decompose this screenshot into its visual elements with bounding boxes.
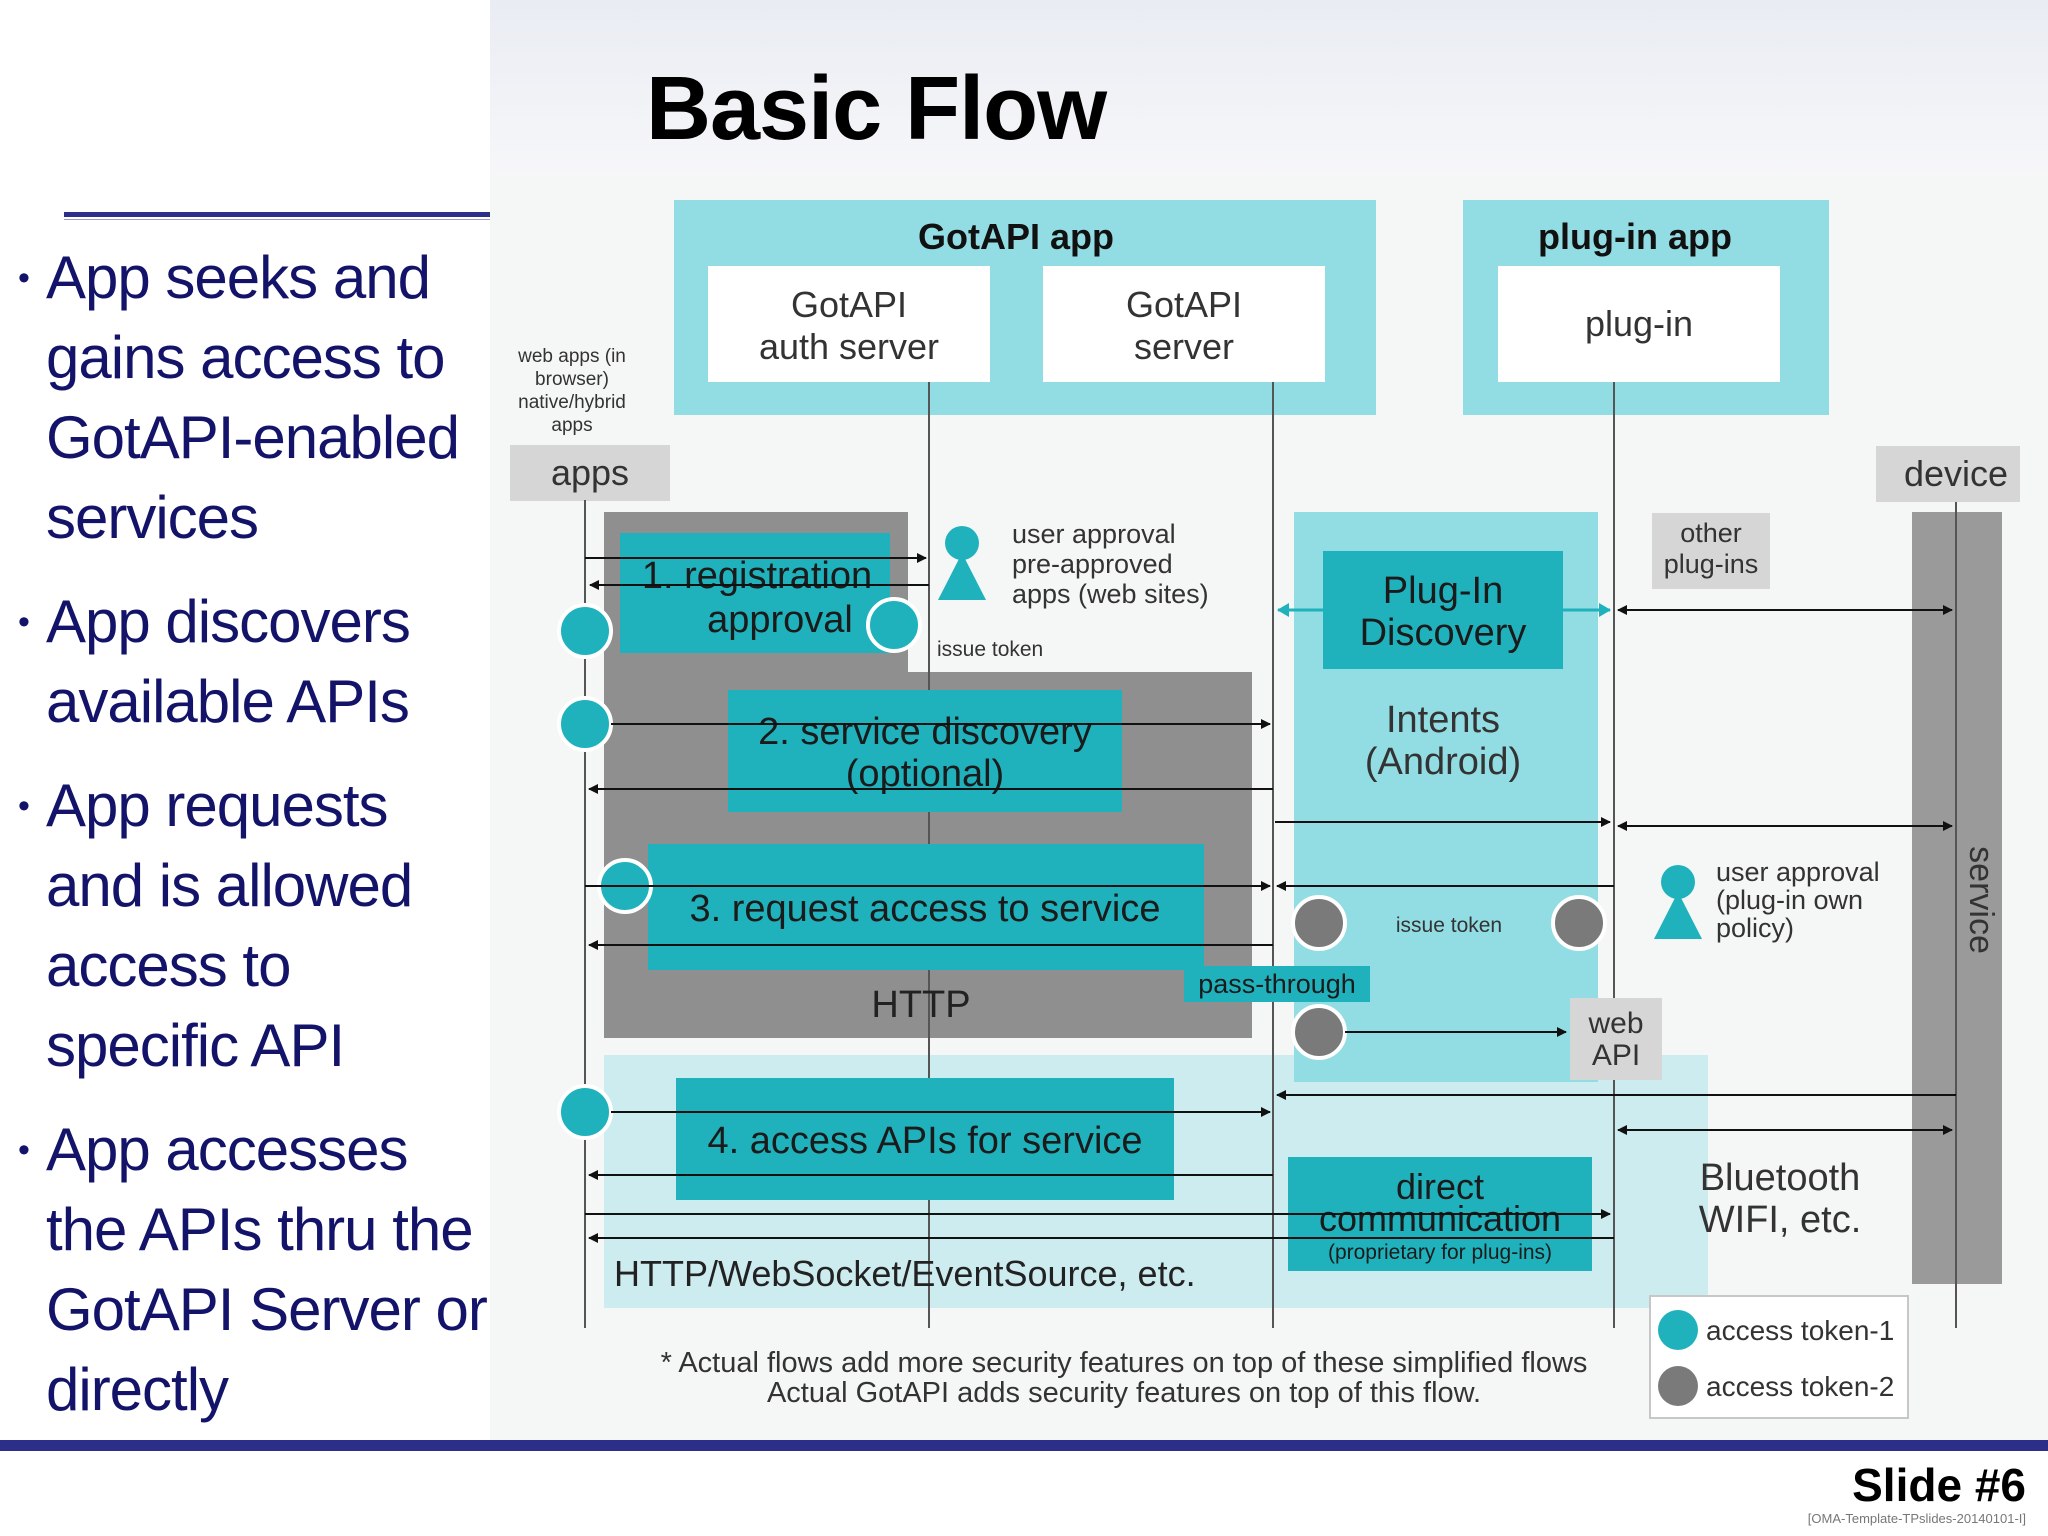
web-apps-note-2: browser) [535, 369, 609, 390]
gotapi-server-line2: server [1134, 326, 1234, 367]
template-id: [OMA-Template-TPslides-20140101-I] [1807, 1511, 2026, 1526]
auth-server-box [708, 266, 990, 382]
slide-title: Basic Flow [646, 59, 1107, 159]
http-label: HTTP [871, 984, 970, 1026]
registration-box [620, 533, 890, 653]
legend-token2-icon [1658, 1366, 1698, 1406]
bullet-dot-icon: • [18, 259, 30, 297]
device-label: device [1904, 453, 2008, 494]
direct-comm-line1: direct [1396, 1166, 1484, 1207]
direct-comm-line2: communication [1319, 1198, 1561, 1239]
title-rule [64, 212, 490, 217]
user-icon [938, 526, 986, 600]
request-access-label: 3. request access to service [690, 888, 1161, 930]
token1-icon [557, 1084, 613, 1140]
token1-icon [557, 603, 613, 659]
web-api-box [1570, 998, 1662, 1080]
request-access-box [648, 844, 1204, 970]
user-approval-1-line1: user approval [1012, 519, 1176, 549]
intents-line1: Intents [1386, 699, 1500, 741]
auth-server-line1: GotAPI [791, 284, 907, 325]
plugin-app-label: plug-in app [1538, 216, 1732, 257]
bullet-item: • App discovers available APIs [18, 582, 488, 742]
bullet-text: App discovers available APIs [46, 588, 411, 735]
access-apis-box [676, 1078, 1174, 1200]
plugin-label: plug-in [1585, 303, 1693, 344]
bluetooth-line1: Bluetooth [1700, 1157, 1861, 1199]
service-discovery-line1: 2. service discovery [758, 711, 1092, 753]
token2-icon [1291, 1004, 1347, 1060]
bullet-item: • App seeks and gains access to GotAPI-en… [18, 238, 488, 558]
direct-comm-line3: (proprietary for plug-ins) [1328, 1241, 1552, 1264]
token1-icon [866, 597, 922, 653]
issue-token-2: issue token [1396, 914, 1502, 937]
protocols-label: HTTP/WebSocket/EventSource, etc. [614, 1253, 1196, 1294]
access-apis-label: 4. access APIs for service [707, 1120, 1142, 1162]
pass-through-label: pass-through [1198, 969, 1356, 999]
bullet-list: • App seeks and gains access to GotAPI-en… [18, 238, 488, 1430]
token2-icon [1551, 895, 1607, 951]
user-approval-2-line2: (plug-in own [1716, 885, 1863, 915]
slide-number: Slide #6 [1852, 1459, 2026, 1511]
token1-icon [557, 696, 613, 752]
token2-icon [1291, 895, 1347, 951]
bullet-item: • App requests and is allowed access to s… [18, 766, 488, 1086]
user-approval-2-line3: policy) [1716, 913, 1794, 943]
plugin-box [1498, 266, 1780, 382]
apps-box [510, 445, 670, 501]
bullet-item: • App accesses the APIs thru the GotAPI S… [18, 1110, 488, 1430]
user-approval-1-line2: pre-approved [1012, 549, 1173, 579]
bullet-dot-icon: • [18, 603, 30, 641]
user-approval-1-line3: apps (web sites) [1012, 579, 1209, 609]
service-label: service [1962, 846, 2000, 954]
legend-token1-icon [1658, 1310, 1698, 1350]
footnote-1: * Actual flows add more security feature… [661, 1347, 1588, 1379]
web-apps-note-3: native/hybrid [518, 392, 626, 413]
plugin-discovery-line2: Discovery [1360, 612, 1527, 654]
web-apps-note-4: apps [551, 415, 592, 436]
registration-line1: 1. registration [642, 555, 872, 597]
bullet-text: App accesses the APIs thru the GotAPI Se… [46, 1116, 488, 1423]
legend-token2-label: access token-2 [1706, 1371, 1894, 1402]
device-box [1876, 446, 2020, 502]
plugin-discovery-line1: Plug-In [1383, 570, 1503, 612]
service-discovery-box [728, 690, 1122, 812]
other-plugins-line1: other [1680, 518, 1742, 548]
apps-label: apps [551, 452, 629, 493]
gotapi-server-box [1043, 266, 1325, 382]
user-icon [1654, 865, 1702, 939]
title-rule-thin [64, 219, 490, 220]
web-apps-note-1: web apps (in [517, 346, 626, 367]
pass-through-box [1184, 966, 1370, 1002]
bullet-text: App requests and is allowed access to sp… [46, 772, 413, 1079]
gotapi-server-line1: GotAPI [1126, 284, 1242, 325]
issue-token-1: issue token [937, 638, 1043, 661]
other-plugins-line2: plug-ins [1664, 549, 1759, 579]
bullet-text: App seeks and gains access to GotAPI-ena… [46, 244, 460, 551]
gotapi-app-label: GotAPI app [918, 216, 1114, 257]
registration-line2: approval [707, 599, 853, 641]
intents-line2: (Android) [1365, 741, 1521, 783]
bullet-dot-icon: • [18, 787, 30, 825]
web-api-line2: API [1592, 1039, 1640, 1072]
bluetooth-line2: WIFI, etc. [1699, 1199, 1862, 1241]
flow-diagram: GotAPI app GotAPI auth server GotAPI ser… [490, 160, 2048, 1445]
legend-token1-label: access token-1 [1706, 1315, 1894, 1346]
footer-bar [0, 1440, 2048, 1451]
bullet-dot-icon: • [18, 1131, 30, 1169]
web-api-line1: web [1587, 1007, 1643, 1040]
plugin-discovery-box [1323, 551, 1563, 669]
footnote-2: Actual GotAPI adds security features on … [767, 1377, 1481, 1409]
user-approval-2-line1: user approval [1716, 857, 1880, 887]
other-plugins-box [1652, 513, 1770, 589]
auth-server-line2: auth server [759, 326, 939, 367]
